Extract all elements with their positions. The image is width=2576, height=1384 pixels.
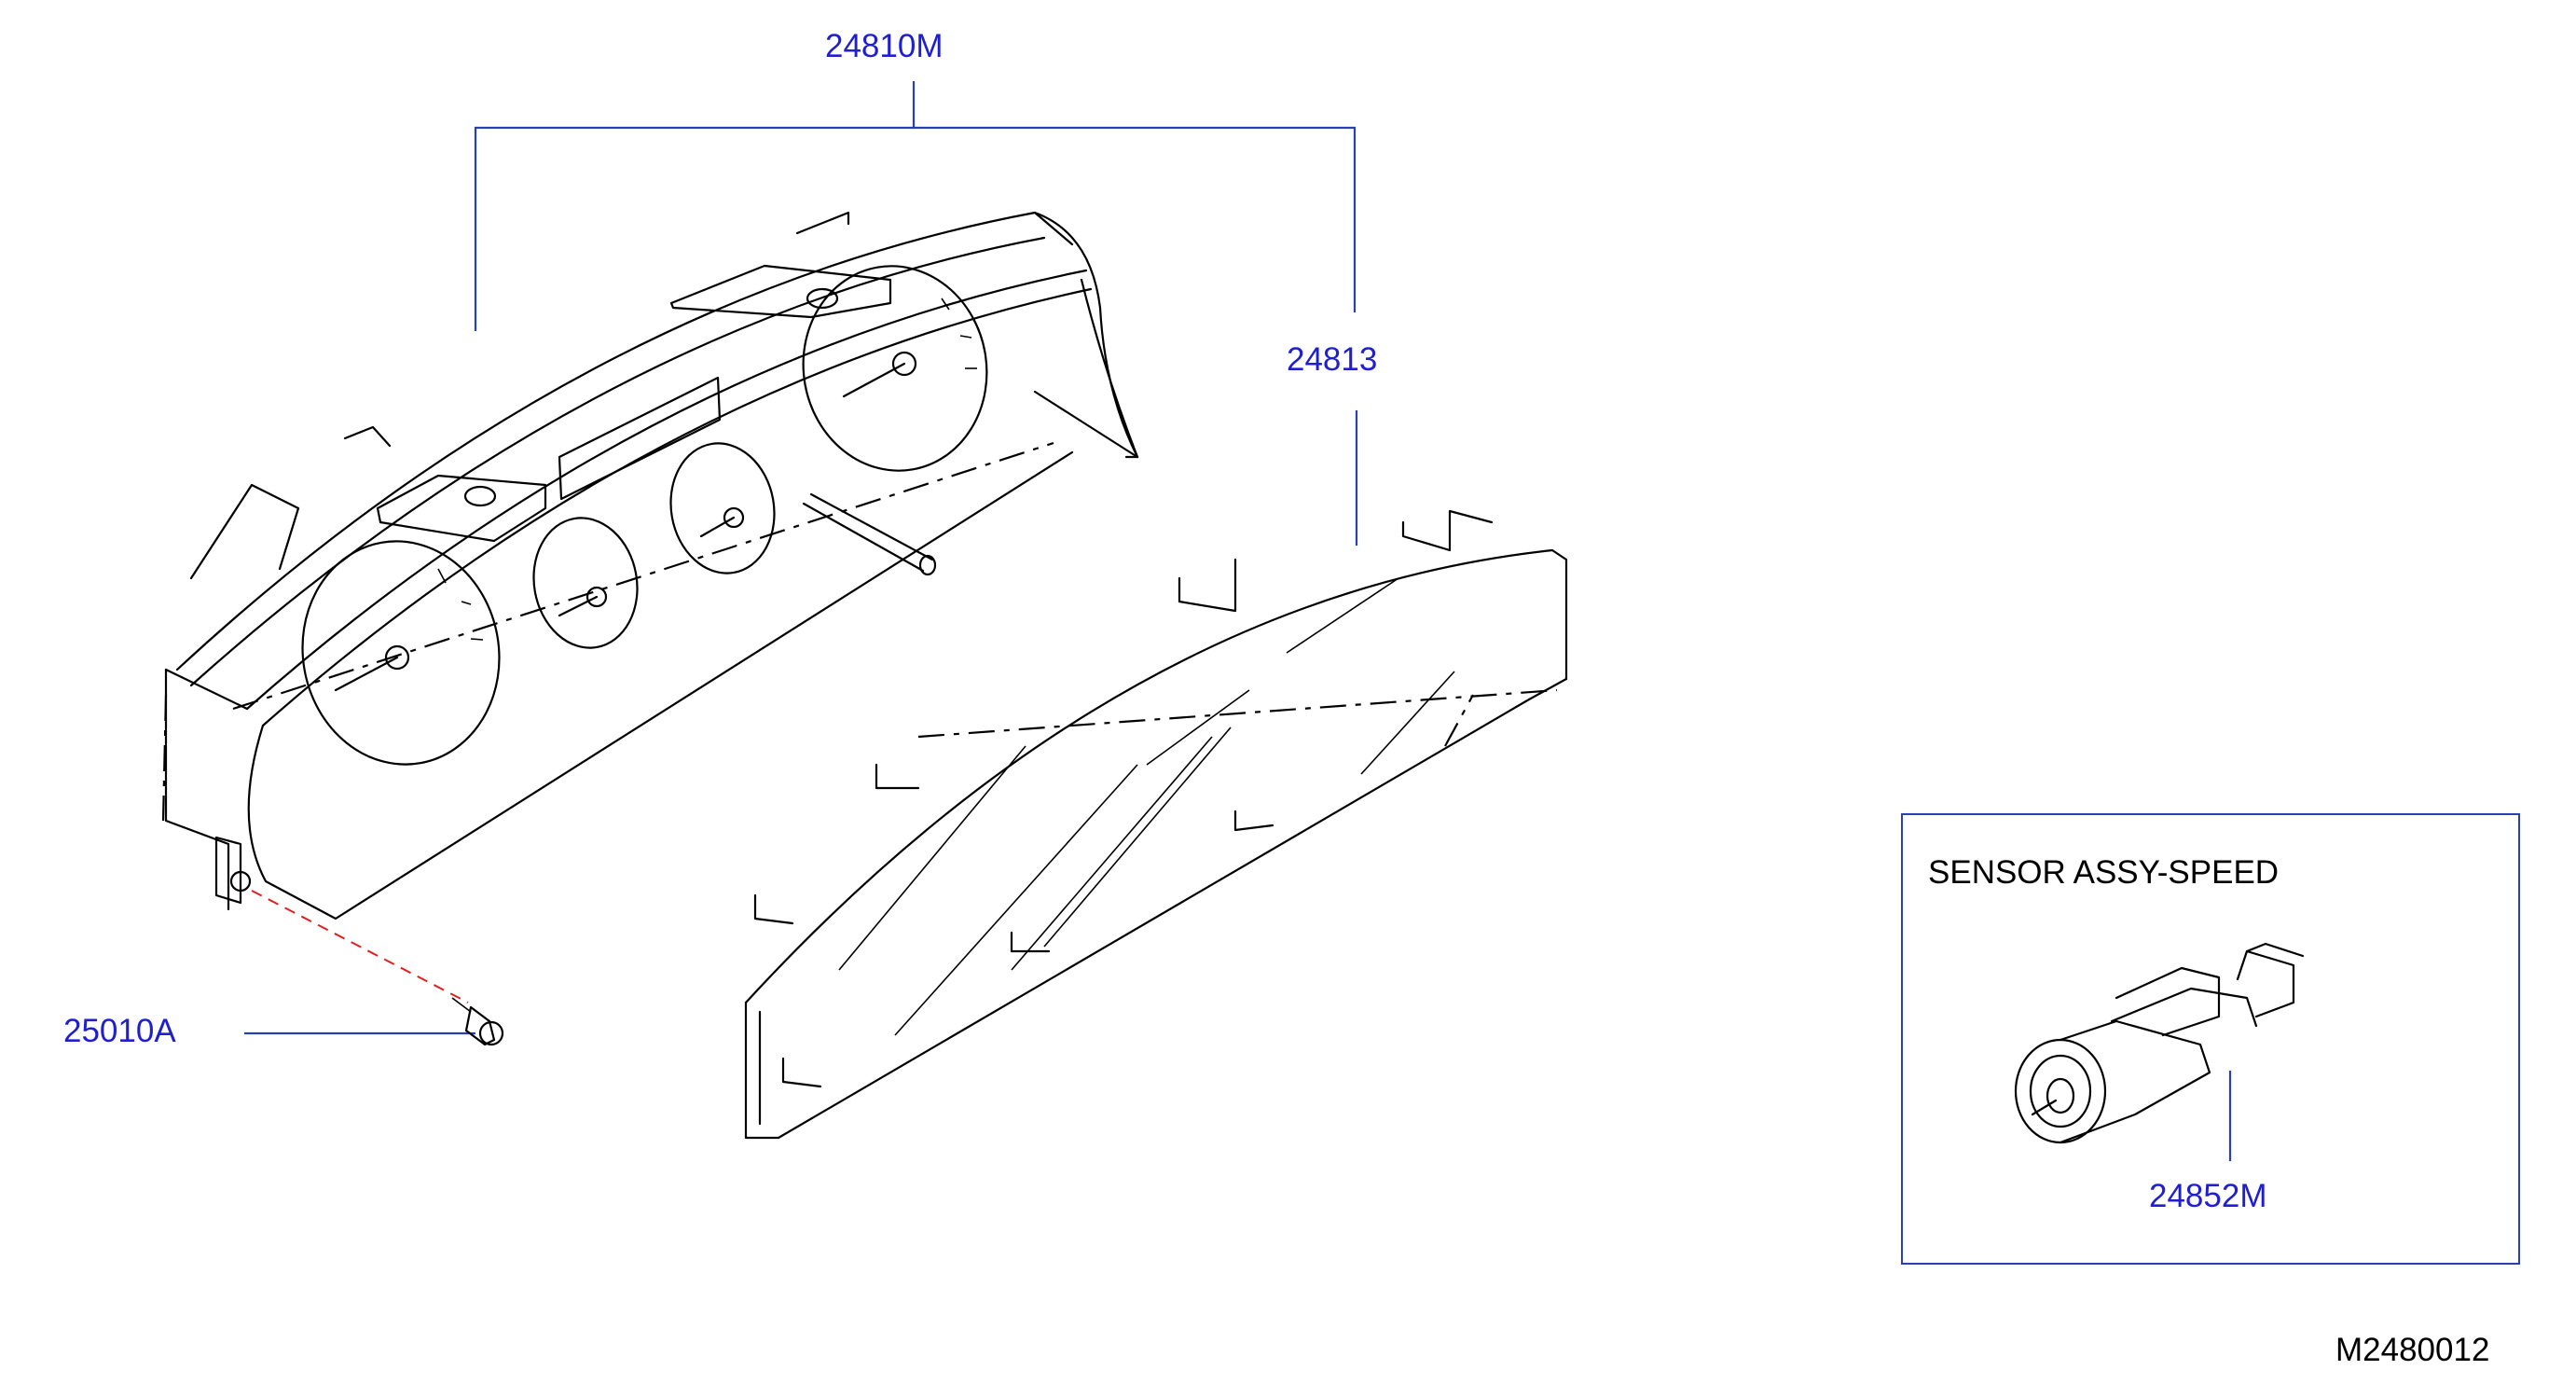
inset-title: SENSOR ASSY-SPEED <box>1928 854 2280 891</box>
speed-sensor-inset <box>1901 813 2520 1265</box>
part-number-24813[interactable]: 24813 <box>1287 341 1378 378</box>
combination-meter <box>161 211 1139 920</box>
meter-lens <box>744 509 1568 1140</box>
diagram-code: M2480012 <box>2335 1332 2490 1368</box>
meter-assy-leader <box>474 81 1357 331</box>
screw-25010A <box>251 890 504 1046</box>
speed-sensor <box>2014 942 2305 1144</box>
part-number-24852M[interactable]: 24852M <box>2149 1178 2267 1214</box>
part-number-24810M[interactable]: 24810M <box>825 28 944 64</box>
part-number-25010A[interactable]: 25010A <box>63 1013 176 1049</box>
